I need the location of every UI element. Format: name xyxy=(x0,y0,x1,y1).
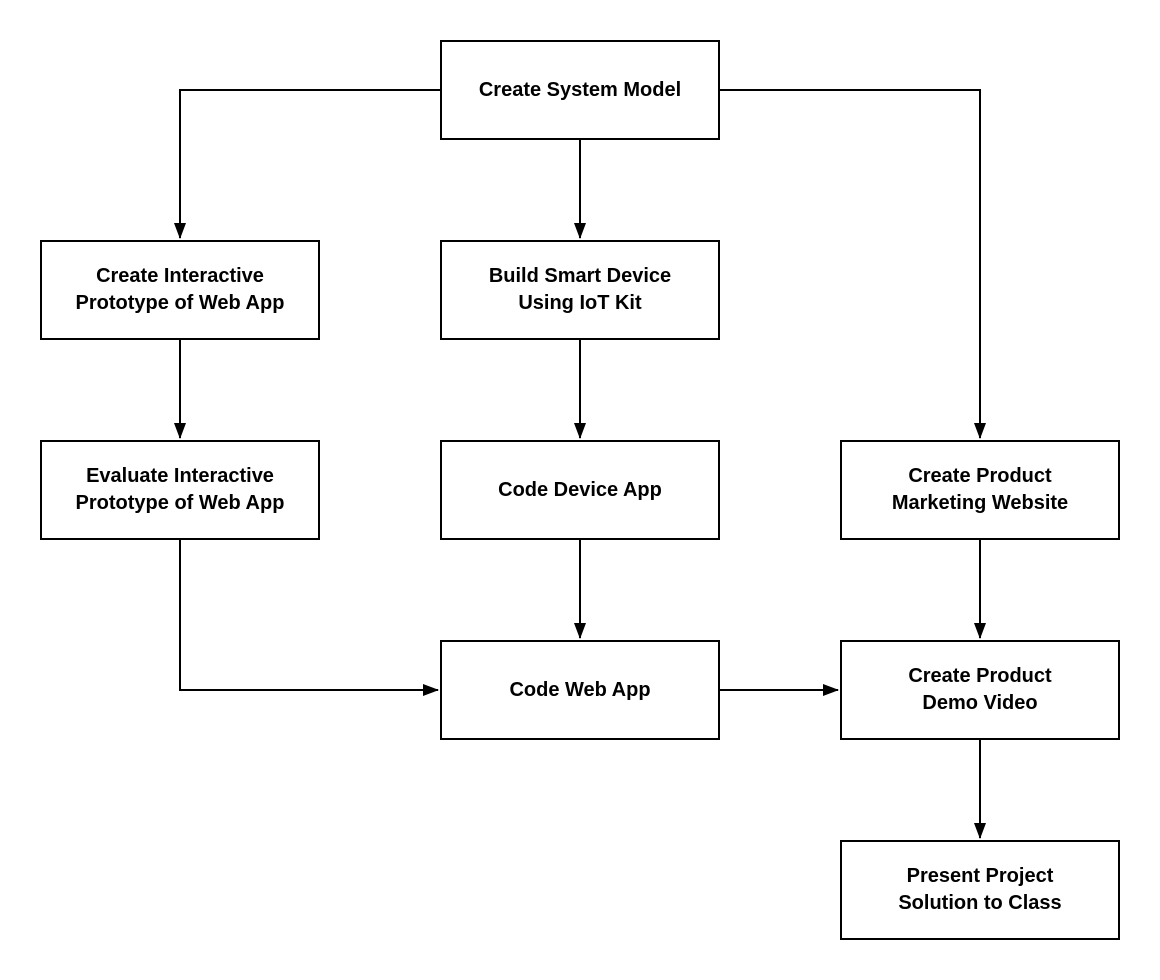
node-label-line: Code Web App xyxy=(509,678,651,701)
node-label-line: Demo Video xyxy=(922,692,1038,714)
node-label-line: Using IoT Kit xyxy=(518,292,642,314)
node-label-line: Code Device App xyxy=(498,478,662,501)
node-label-line: Create Product xyxy=(908,665,1052,687)
node-label-line: Present Project xyxy=(906,865,1054,887)
node-label-line: Marketing Website xyxy=(891,492,1069,514)
node-label-line: Create Product xyxy=(908,465,1052,487)
node-label-line: Build Smart Device xyxy=(488,265,672,287)
node-create-product-demo-video: Create Product Demo Video xyxy=(840,640,1120,740)
node-evaluate-interactive-prototype: Evaluate Interactive Prototype of Web Ap… xyxy=(40,440,320,540)
node-label-line: Create System Model xyxy=(478,78,682,101)
node-code-web-app: Code Web App xyxy=(440,640,720,740)
node-label-line: Prototype of Web App xyxy=(75,492,285,514)
edge-system-model-to-marketing-website xyxy=(720,89,986,439)
node-label-line: Create Interactive xyxy=(96,265,264,287)
edge-system-model-to-interactive-prototype xyxy=(174,89,440,239)
edge-evaluate-prototype-to-web-app xyxy=(179,540,439,696)
node-label-line: Solution to Class xyxy=(898,892,1062,914)
node-create-system-model: Create System Model xyxy=(440,40,720,140)
node-build-smart-device: Build Smart Device Using IoT Kit xyxy=(440,240,720,340)
node-present-project-solution: Present Project Solution to Class xyxy=(840,840,1120,940)
node-create-product-marketing-website: Create Product Marketing Website xyxy=(840,440,1120,540)
node-create-interactive-prototype: Create Interactive Prototype of Web App xyxy=(40,240,320,340)
node-label-line: Prototype of Web App xyxy=(75,292,285,314)
node-label-line: Evaluate Interactive xyxy=(86,465,274,487)
node-code-device-app: Code Device App xyxy=(440,440,720,540)
